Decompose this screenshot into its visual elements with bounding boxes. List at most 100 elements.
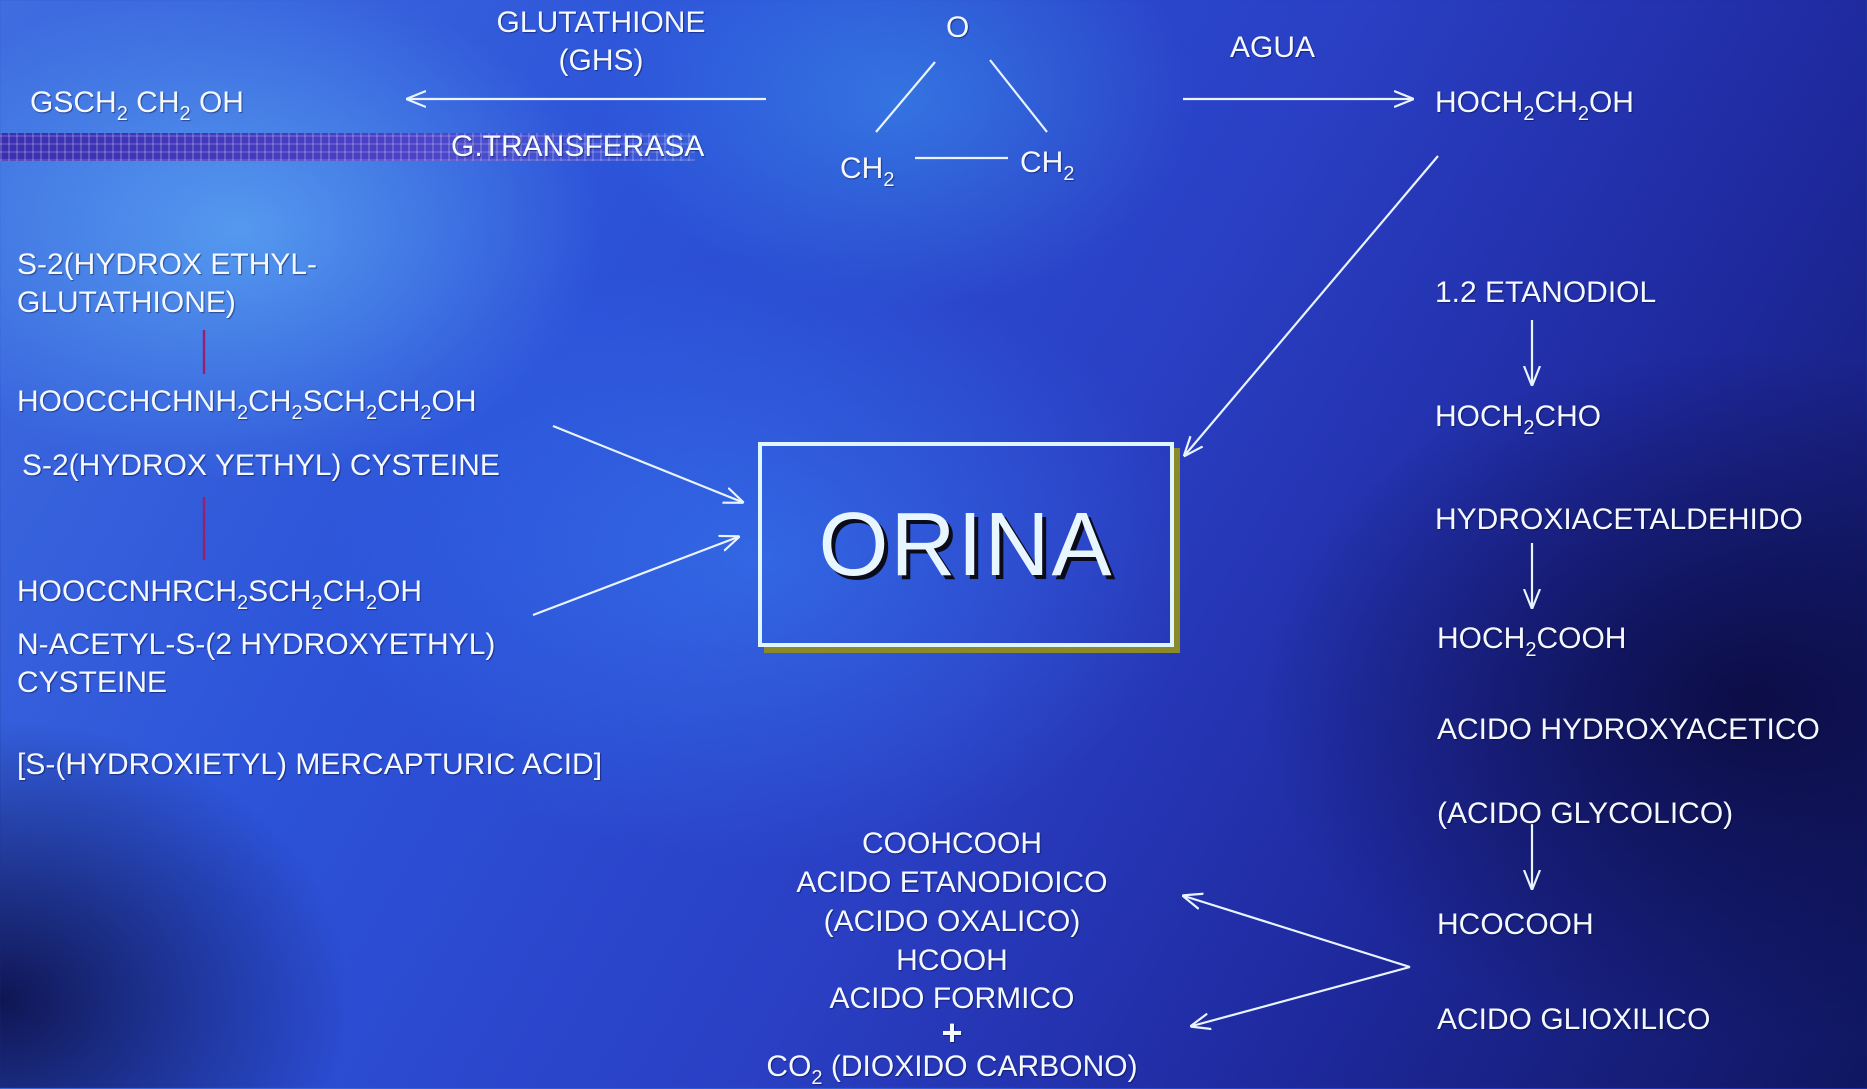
ring-oxygen-text: O bbox=[946, 11, 970, 44]
hochcho-formula: HOCH2CHO bbox=[1435, 398, 1601, 439]
formula-part: OH bbox=[377, 575, 423, 608]
ch-text: CH bbox=[840, 152, 884, 185]
subscript: 2 bbox=[179, 103, 191, 125]
dioxido-text: (DIOXIDO CARBONO) bbox=[822, 1050, 1138, 1083]
formula-part: CH bbox=[248, 385, 292, 418]
ring-ch2-right: CH2 bbox=[1020, 144, 1074, 185]
formula-part: HOOCCNHRCH bbox=[17, 575, 237, 608]
agua-label: AGUA bbox=[1230, 29, 1315, 67]
ring-oxygen: O bbox=[946, 9, 969, 47]
gsch-formula: GSCH2 CH2 OH bbox=[30, 84, 244, 125]
formula-hooc-chch: HOOCCHCHNH2CH2SCH2CH2OH bbox=[17, 383, 477, 424]
formula-part: COOH bbox=[1536, 622, 1627, 655]
transferasa-text: G.TRANSFERASA bbox=[451, 130, 705, 163]
subscript: 2 bbox=[311, 592, 323, 614]
gsch-part: GSCH bbox=[30, 86, 117, 119]
subscript: 2 bbox=[291, 402, 303, 424]
mercapturic-text: [S-(HYDROXIETYL) MERCAPTURIC ACID] bbox=[17, 748, 603, 781]
hydroxyacetico-text: ACIDO HYDROXYACETICO bbox=[1437, 713, 1820, 746]
subscript: 2 bbox=[420, 402, 432, 424]
co2-formula: CO2 (DIOXIDO CARBONO) bbox=[712, 1048, 1192, 1089]
formula-part: OH bbox=[431, 385, 477, 418]
hydroxyacetico-label: ACIDO HYDROXYACETICO bbox=[1437, 711, 1820, 749]
orina-title: ORINA bbox=[818, 494, 1114, 595]
glioxilico-text: ACIDO GLIOXILICO bbox=[1437, 1003, 1711, 1036]
hydroxiacetaldehido-label: HYDROXIACETALDEHIDO bbox=[1435, 501, 1803, 539]
hcocooh-formula: HCOCOOH bbox=[1437, 906, 1594, 944]
s2-line1-text: S-2(HYDROX ETHYL- bbox=[17, 248, 318, 281]
formula-part: HOCH bbox=[1435, 400, 1524, 433]
formula-part: SCH bbox=[248, 575, 312, 608]
etanodiol-label: 1.2 ETANODIOL bbox=[1435, 274, 1656, 312]
ghs-label: (GHS) bbox=[478, 42, 724, 80]
cysteine-text: S-2(HYDROX YETHYL) CYSTEINE bbox=[22, 449, 500, 482]
transferasa-label: G.TRANSFERASA bbox=[451, 128, 704, 166]
formico-label: ACIDO FORMICO bbox=[752, 980, 1152, 1018]
etanodioico-label: ACIDO ETANODIOICO bbox=[752, 864, 1152, 902]
subscript: 2 bbox=[237, 402, 249, 424]
subscript: 2 bbox=[1525, 639, 1537, 661]
arrow-to-formico bbox=[1192, 965, 1411, 1026]
subscript: 2 bbox=[365, 592, 378, 614]
nacetyl-line1: N-ACETYL-S-(2 HYDROXYETHYL) bbox=[17, 626, 495, 664]
ch-text: CH bbox=[1020, 146, 1064, 179]
hcocooh-text: HCOCOOH bbox=[1437, 908, 1594, 941]
hoch-part: OH bbox=[1588, 86, 1634, 119]
subscript: 2 bbox=[811, 1067, 823, 1089]
cysteine-label: S-2(HYDROX YETHYL) CYSTEINE bbox=[22, 447, 500, 485]
subscript: 2 bbox=[1523, 103, 1535, 125]
orina-box: ORINA bbox=[758, 442, 1174, 647]
formico-text: ACIDO FORMICO bbox=[829, 982, 1075, 1015]
glycolico-text: (ACIDO GLYCOLICO) bbox=[1437, 797, 1734, 830]
subscript: 2 bbox=[237, 592, 249, 614]
coohcooh-text: COOHCOOH bbox=[862, 827, 1042, 860]
gsch-part: CH bbox=[127, 86, 180, 119]
gsch-part: OH bbox=[190, 86, 244, 119]
co-text: CO bbox=[766, 1050, 812, 1083]
arrow-cysteine-to-orina bbox=[552, 424, 742, 502]
nacetyl-line2-text: CYSTEINE bbox=[17, 666, 168, 699]
s2-glutathione-line2: GLUTATHIONE) bbox=[17, 284, 236, 322]
ring-bond-right bbox=[989, 59, 1048, 133]
arrow-to-oxalico bbox=[1184, 896, 1411, 969]
formula-hoocc-nhr: HOOCCNHRCH2SCH2CH2OH bbox=[17, 573, 422, 614]
hoch-formula: HOCH2CH2OH bbox=[1435, 84, 1634, 125]
arrow-mercapturic-to-orina bbox=[532, 537, 738, 617]
arrow-hoch-to-orina bbox=[1185, 155, 1439, 455]
oxalico-text: (ACIDO OXALICO) bbox=[823, 905, 1081, 938]
glutathione-label: GLUTATHIONE bbox=[478, 4, 724, 42]
hcooh-formula: HCOOH bbox=[752, 942, 1152, 980]
mercapturic-label: [S-(HYDROXIETYL) MERCAPTURIC ACID] bbox=[17, 746, 602, 784]
hochcooh-formula: HOCH2COOH bbox=[1437, 620, 1626, 661]
glutathione-text: GLUTATHIONE bbox=[496, 6, 706, 39]
agua-text: AGUA bbox=[1230, 31, 1316, 64]
s2-glutathione-line1: S-2(HYDROX ETHYL- bbox=[17, 246, 317, 284]
formula-part: CHO bbox=[1534, 400, 1602, 433]
hydroxiacetaldehido-text: HYDROXIACETALDEHIDO bbox=[1435, 503, 1803, 536]
subscript: 2 bbox=[1063, 163, 1075, 185]
etanodiol-text: 1.2 ETANODIOL bbox=[1435, 276, 1657, 309]
hoch-part: HOCH bbox=[1435, 86, 1524, 119]
etanodioico-text: ACIDO ETANODIOICO bbox=[796, 866, 1108, 899]
subscript: 2 bbox=[1523, 417, 1535, 439]
formula-part: HOCH bbox=[1437, 622, 1526, 655]
coohcooh-formula: COOHCOOH bbox=[752, 825, 1152, 863]
subscript: 2 bbox=[1577, 103, 1589, 125]
hcooh-text: HCOOH bbox=[896, 944, 1008, 977]
oxalico-label: (ACIDO OXALICO) bbox=[752, 903, 1152, 941]
plus-text: + bbox=[941, 1012, 963, 1053]
ghs-text: (GHS) bbox=[558, 44, 644, 77]
formula-part: CH bbox=[377, 385, 421, 418]
subscript: 2 bbox=[365, 402, 378, 424]
ring-bond-left bbox=[875, 61, 936, 133]
formula-part: CH bbox=[322, 575, 366, 608]
glycolico-label: (ACIDO GLYCOLICO) bbox=[1437, 795, 1733, 833]
formula-part: SCH bbox=[302, 385, 366, 418]
glioxilico-label: ACIDO GLIOXILICO bbox=[1437, 1001, 1710, 1039]
nacetyl-line2: CYSTEINE bbox=[17, 664, 167, 702]
plus-sign: + bbox=[752, 1014, 1152, 1052]
s2-line2-text: GLUTATHIONE) bbox=[17, 286, 236, 319]
hoch-part: CH bbox=[1534, 86, 1578, 119]
transferasa-band bbox=[0, 133, 695, 161]
